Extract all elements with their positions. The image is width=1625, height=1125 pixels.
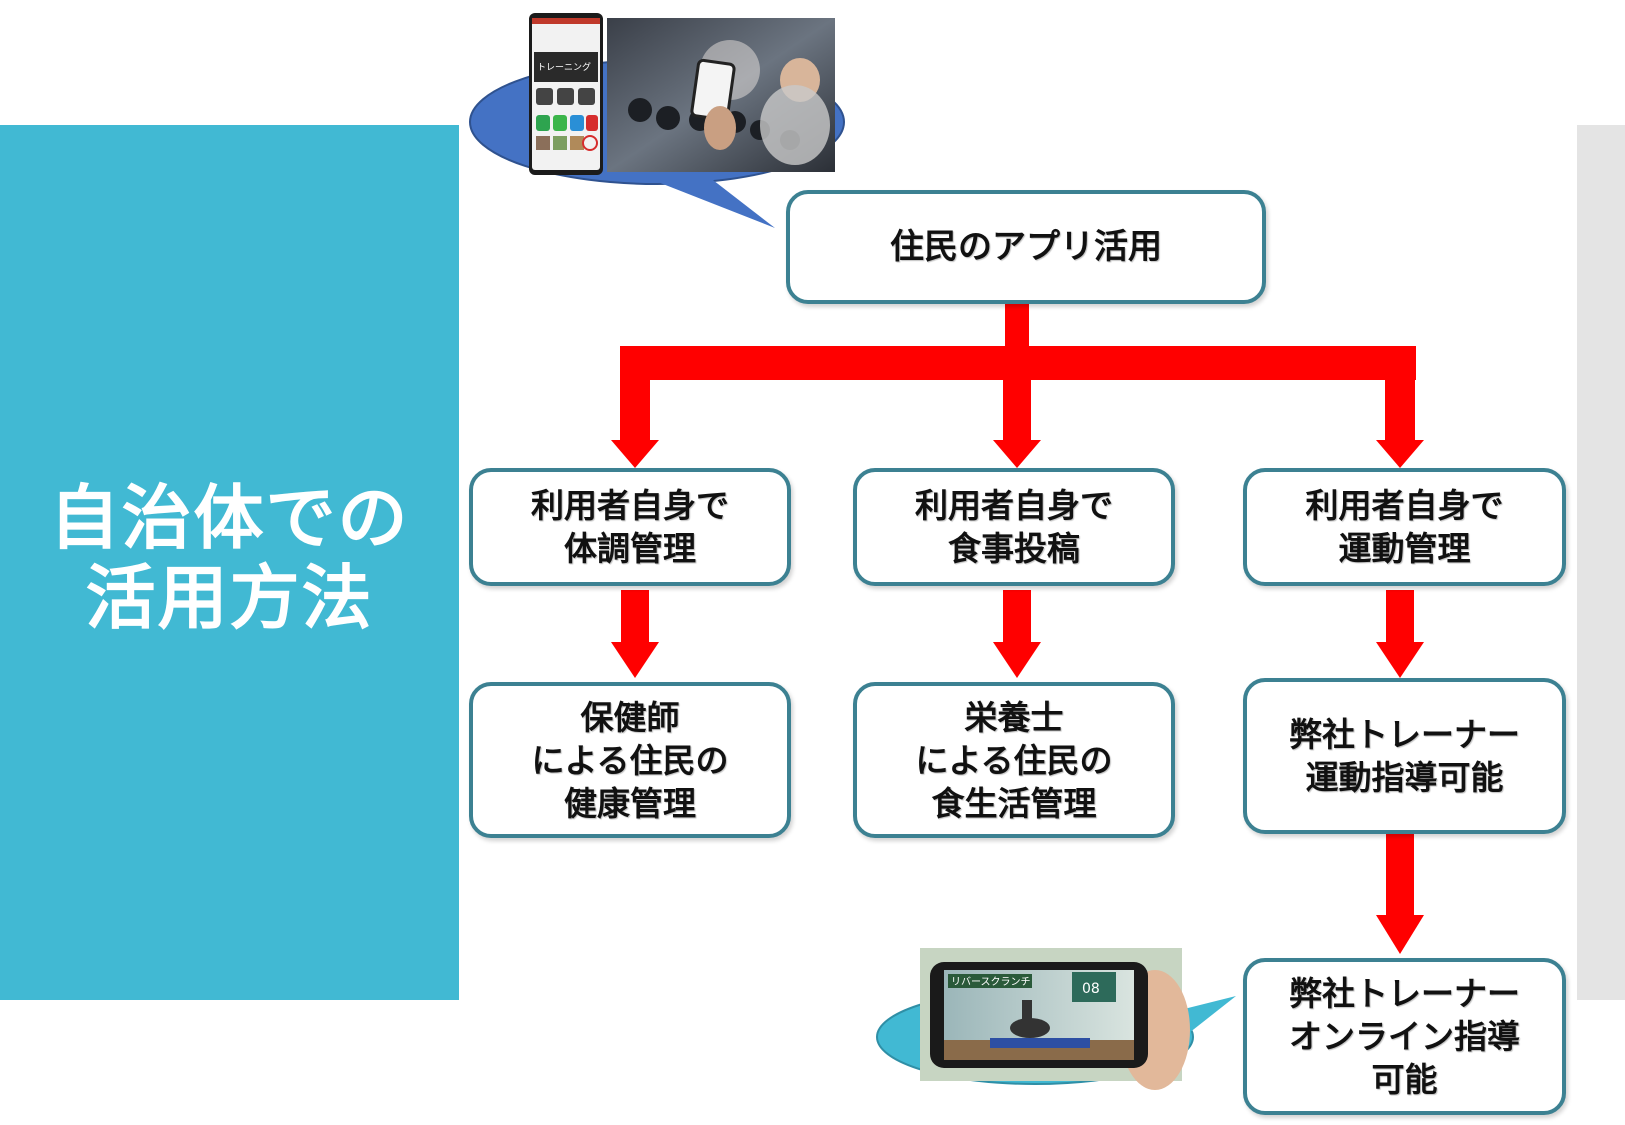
branch-3-self-line-1: 利用者自身で xyxy=(1305,486,1504,525)
arrow-down-branch-2 xyxy=(993,590,1041,678)
branch-2-result-line-2: による住民の xyxy=(915,740,1113,780)
branch-3-result-line-2: 運動指導可能 xyxy=(1305,758,1504,797)
branch-3-self-box: 利用者自身で 運動管理 xyxy=(1243,468,1566,586)
arrow-down-branch-3-extra xyxy=(1376,830,1424,954)
branch-3-extra-line-2: オンライン指導 xyxy=(1289,1017,1520,1056)
branch-2-self-line-2: 食事投稿 xyxy=(948,529,1080,568)
video-screen-title: リバースクランチ xyxy=(951,976,1031,988)
branch-1-result-line-3: 健康管理 xyxy=(564,783,696,823)
arrow-down-branch-3 xyxy=(1376,590,1424,678)
arrow-head-branch-3 xyxy=(1376,440,1424,468)
root-box-text: 住民のアプリ活用 xyxy=(890,226,1162,267)
branch-2-result-line-3: 食生活管理 xyxy=(931,783,1097,823)
right-gray-strip xyxy=(1577,125,1625,1000)
branch-3-self-line-2: 運動管理 xyxy=(1338,529,1471,568)
branch-3-result-line-1: 弊社トレーナー xyxy=(1289,715,1520,754)
page-title: 自治体での 活用方法 xyxy=(0,478,459,638)
branch-3-extra-line-1: 弊社トレーナー xyxy=(1289,974,1520,1013)
video-phone-illustration: リバースクランチ 08 xyxy=(920,948,1190,1090)
branch-2-self-line-1: 利用者自身で xyxy=(915,486,1113,525)
arrow-down-branch-1 xyxy=(611,590,659,678)
branch-1-result-line-2: による住民の xyxy=(531,740,729,780)
branch-1-self-box: 利用者自身で 体調管理 xyxy=(469,468,791,586)
branch-2-result-box: 栄養士 による住民の 食生活管理 xyxy=(853,682,1175,838)
root-box: 住民のアプリ活用 xyxy=(786,190,1266,304)
page-title-line-2: 活用方法 xyxy=(85,557,374,639)
branch-1-self-line-1: 利用者自身で xyxy=(531,486,729,525)
branch-1-result-box: 保健師 による住民の 健康管理 xyxy=(469,682,791,838)
arrow-head-branch-1 xyxy=(611,440,659,468)
page-title-line-1: 自治体での xyxy=(49,477,410,559)
arrow-head-branch-2 xyxy=(993,440,1041,468)
branch-3-result-box: 弊社トレーナー 運動指導可能 xyxy=(1243,678,1566,834)
branch-2-result-line-1: 栄養士 xyxy=(964,697,1064,737)
sidebar-panel xyxy=(0,125,459,1000)
branch-3-extra-line-3: 可能 xyxy=(1371,1060,1438,1099)
gym-photo xyxy=(607,18,835,172)
branch-1-result-line-1: 保健師 xyxy=(580,697,680,737)
arrow-connectors xyxy=(620,300,1416,446)
app-screen-label: トレーニング xyxy=(537,61,591,73)
app-phone-screenshot: トレーニング xyxy=(529,13,603,175)
branch-1-self-line-2: 体調管理 xyxy=(564,529,696,568)
branch-2-self-box: 利用者自身で 食事投稿 xyxy=(853,468,1175,586)
video-counter: 08 xyxy=(1082,981,1100,997)
branch-3-extra-box: 弊社トレーナー オンライン指導 可能 xyxy=(1243,958,1566,1115)
